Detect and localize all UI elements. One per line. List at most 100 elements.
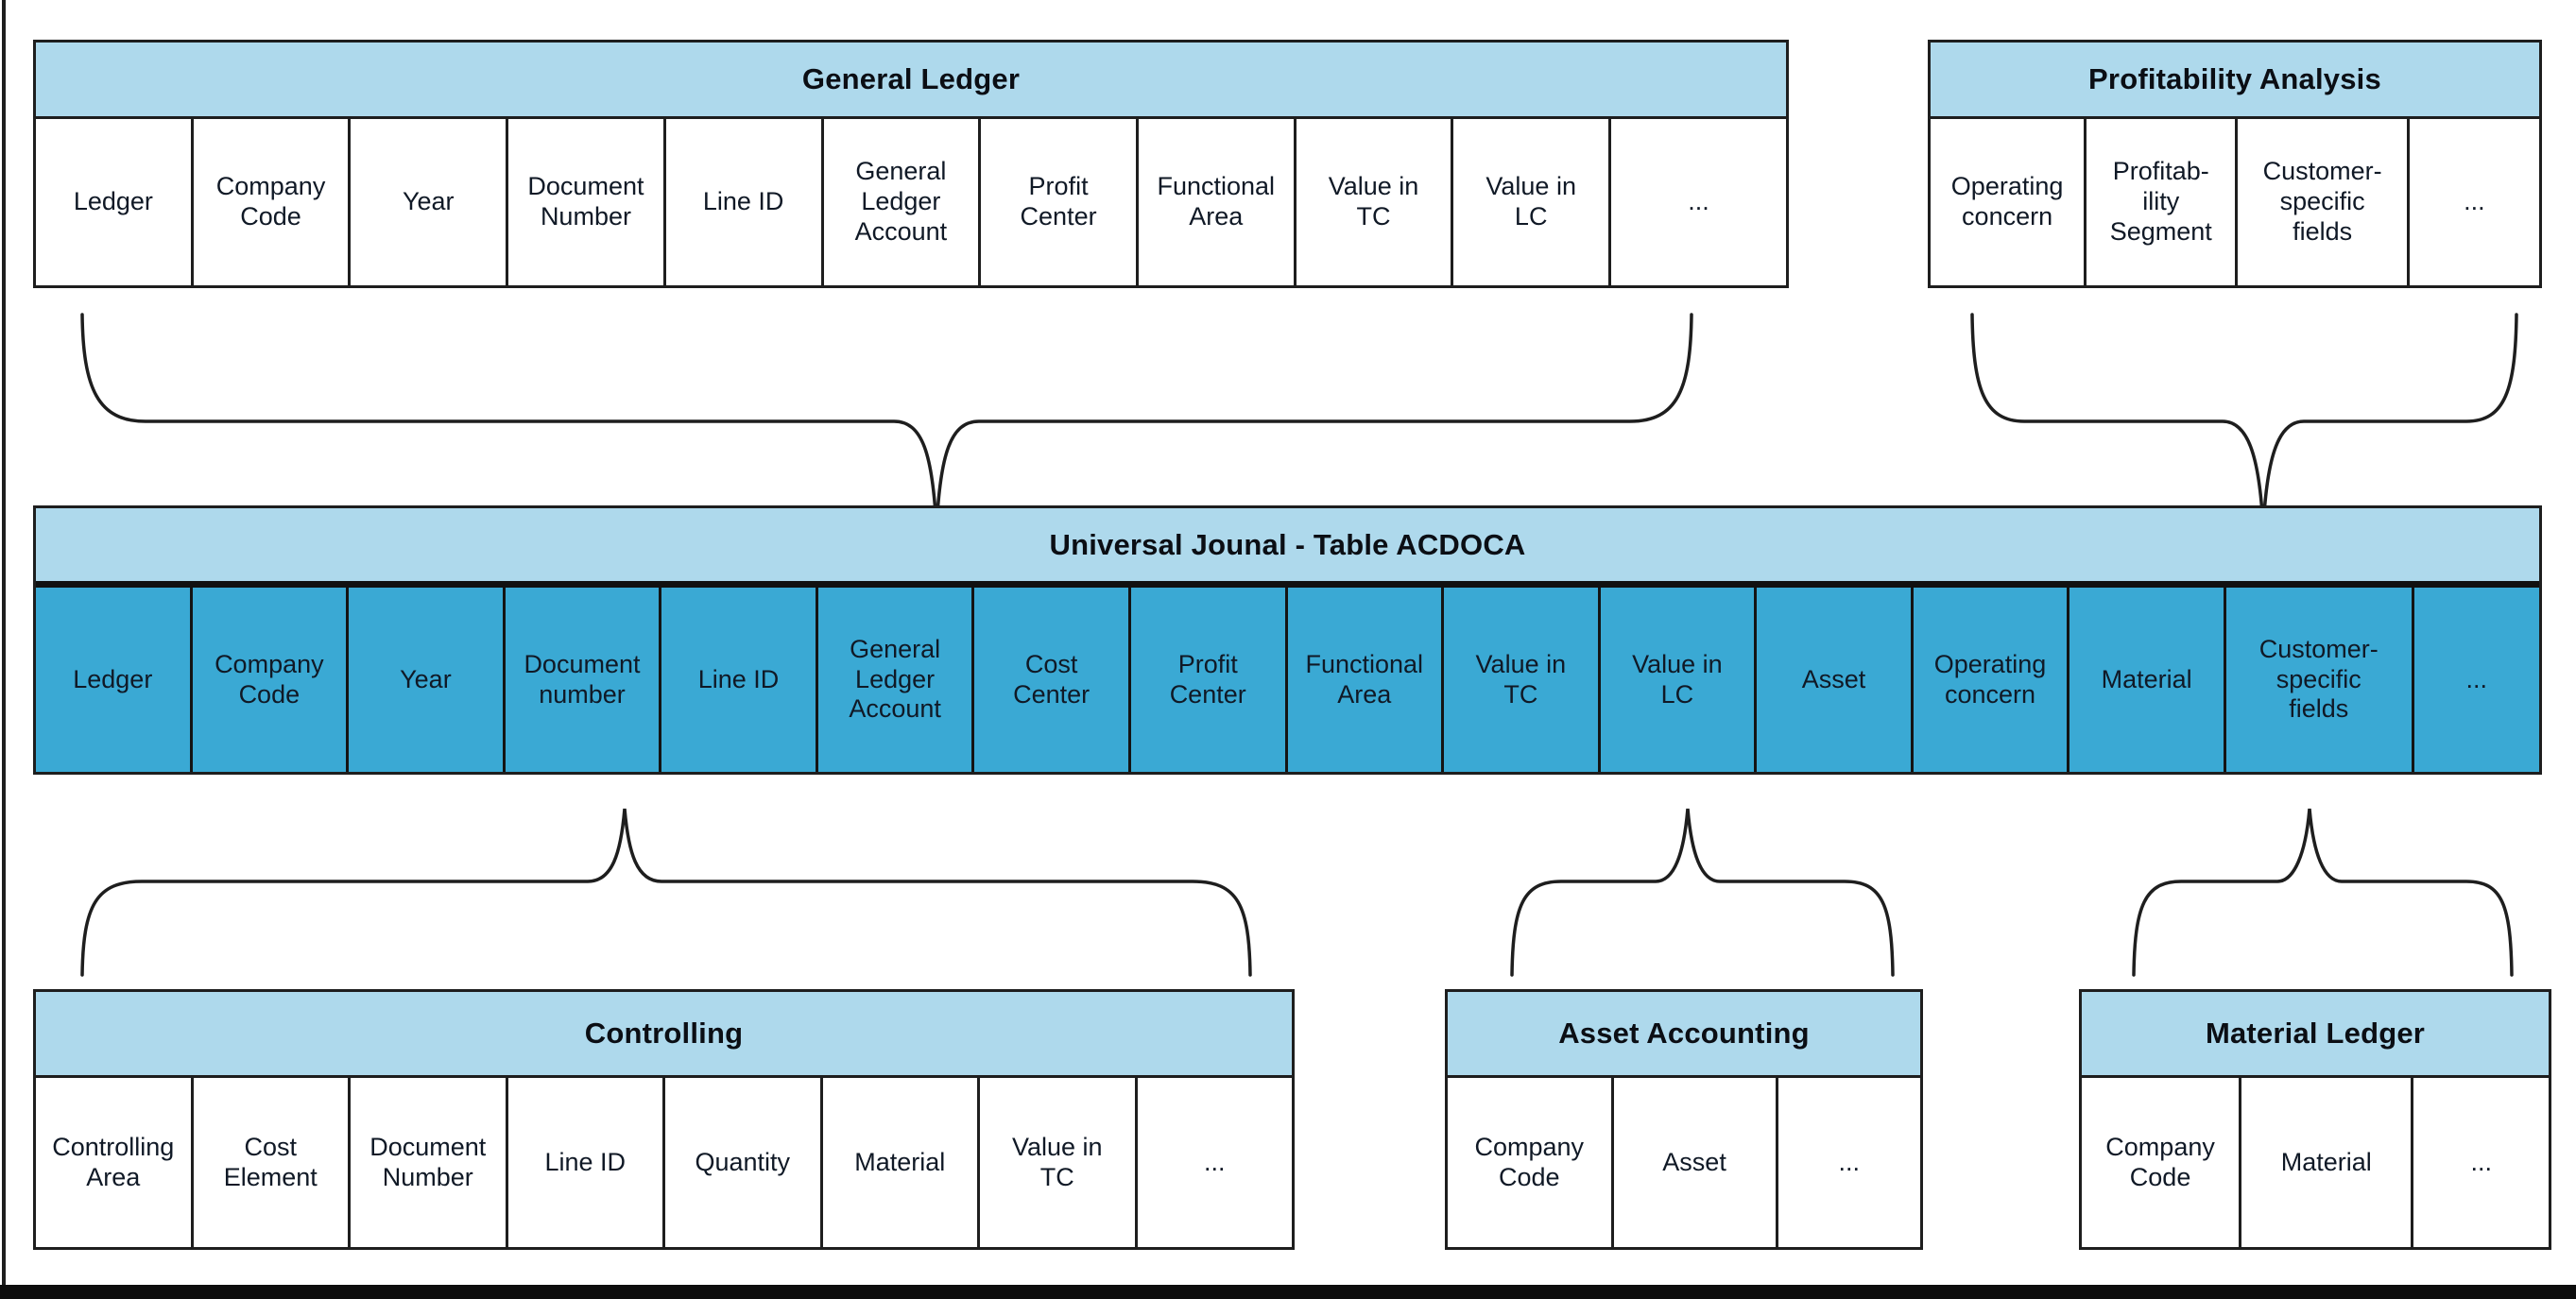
field-cell: Profitab- ility Segment	[2087, 119, 2239, 285]
field-cell: Company Code	[1448, 1078, 1614, 1247]
field-cell: Document Number	[351, 1078, 508, 1247]
brace-acdoca-to-material-ledger	[2132, 808, 2514, 977]
brace-acdoca-to-controlling	[80, 808, 1252, 977]
brace-profitability-to-acdoca	[1970, 313, 2518, 530]
field-label: Ledger	[73, 664, 153, 693]
page-left-border	[2, 0, 6, 1287]
field-label: Value in TC	[1328, 172, 1419, 231]
field-cell: Value in TC	[1297, 119, 1454, 285]
field-cell: Company Code	[2082, 1078, 2242, 1247]
field-label: Operating concern	[1933, 649, 2047, 709]
asset-accounting-title: Asset Accounting	[1448, 992, 1920, 1078]
field-cell: Value in LC	[1600, 588, 1758, 772]
profitability-analysis-table: Profitability Analysis Operating concern…	[1928, 40, 2542, 288]
field-label: Material	[2101, 664, 2192, 693]
field-cell: Year	[351, 119, 509, 285]
field-label: ...	[1838, 1147, 1861, 1176]
controlling-title: Controlling	[36, 992, 1292, 1078]
field-cell: Value in TC	[980, 1078, 1138, 1247]
field-cell: Asset	[1757, 588, 1914, 772]
field-cell: Asset	[1614, 1078, 1778, 1247]
field-label: Profitab- ility Segment	[2109, 157, 2212, 246]
field-label: Line ID	[697, 664, 780, 693]
brace-acdoca-to-asset-accounting	[1510, 808, 1895, 977]
field-cell: Customer- specific fields	[2238, 119, 2410, 285]
field-cell: Controlling Area	[36, 1078, 194, 1247]
field-cell: Quantity	[665, 1078, 823, 1247]
field-cell: Functional Area	[1139, 119, 1297, 285]
field-cell: Operating concern	[1931, 119, 2087, 285]
general-ledger-table: General Ledger Ledger Company Code Year Doc…	[33, 40, 1789, 288]
field-label: Quantity	[695, 1147, 791, 1176]
field-cell: Profit Center	[1130, 588, 1288, 772]
field-cell: Material	[823, 1078, 980, 1247]
field-label: Value in LC	[1632, 649, 1723, 709]
field-label: ...	[1688, 187, 1709, 216]
field-cell: ...	[2413, 1078, 2549, 1247]
field-label: Asset	[1662, 1147, 1726, 1176]
field-cell: Value in TC	[1444, 588, 1601, 772]
field-label: ...	[2470, 1147, 2492, 1176]
field-cell: Material	[2241, 1078, 2414, 1247]
field-cell: Document Number	[508, 119, 666, 285]
profitability-analysis-title: Profitability Analysis	[1931, 43, 2539, 119]
field-cell: Year	[349, 588, 506, 772]
field-cell: Profit Center	[981, 119, 1139, 285]
field-cell: Ledger	[36, 588, 193, 772]
field-cell: Line ID	[508, 1078, 665, 1247]
field-label: Company Code	[215, 172, 326, 231]
field-cell: Customer- specific fields	[2225, 588, 2414, 772]
field-label: General Ledger Account	[854, 157, 948, 246]
asset-accounting-fields-row: Company Code Asset...	[1448, 1078, 1920, 1247]
field-label: Company Code	[215, 649, 324, 709]
material-ledger-title: Material Ledger	[2082, 992, 2549, 1078]
material-ledger-fields-row: Company Code Material...	[2082, 1078, 2549, 1247]
field-label: General Ledger Account	[849, 634, 941, 724]
material-ledger-table: Material Ledger Company Code Material...	[2079, 989, 2551, 1250]
field-label: Value in LC	[1485, 172, 1576, 231]
universal-journal-fields-row: Ledger Company Code Year Document number Lin…	[36, 588, 2540, 772]
brace-general-ledger-to-acdoca	[80, 313, 1693, 530]
field-cell: Company Code	[192, 588, 350, 772]
field-cell: Company Code	[194, 119, 352, 285]
field-label: Document Number	[527, 172, 644, 231]
field-label: Line ID	[544, 1147, 627, 1176]
field-label: ...	[2464, 187, 2485, 216]
field-label: Company Code	[1474, 1132, 1585, 1191]
field-cell: Operating concern	[1913, 588, 2070, 772]
field-label: Functional Area	[1157, 172, 1276, 231]
field-label: Year	[402, 187, 455, 216]
field-label: Profit Center	[1169, 649, 1246, 709]
field-label: Operating concern	[1950, 172, 2064, 231]
field-cell: ...	[1611, 119, 1786, 285]
field-cell: General Ledger Account	[817, 588, 975, 772]
field-label: Line ID	[702, 187, 784, 216]
field-label: Profit Center	[1020, 172, 1097, 231]
field-cell: Line ID	[661, 588, 818, 772]
field-label: ...	[1203, 1147, 1226, 1176]
profitability-analysis-fields-row: Operating concern Profitab- ility Segment…	[1931, 119, 2539, 285]
general-ledger-title: General Ledger	[36, 43, 1786, 119]
field-label: Ledger	[73, 187, 153, 216]
general-ledger-fields-row: Ledger Company Code Year Document Number Lin…	[36, 119, 1786, 285]
field-label: Material	[2280, 1147, 2372, 1176]
field-label: Functional Area	[1305, 649, 1424, 709]
field-cell: ...	[2410, 119, 2539, 285]
field-label: Company Code	[2105, 1132, 2215, 1191]
field-label: Value in TC	[1475, 649, 1567, 709]
field-label: Controlling Area	[52, 1132, 175, 1191]
field-cell: ...	[2413, 588, 2540, 772]
field-label: Document Number	[369, 1132, 487, 1191]
field-label: Customer- specific fields	[2258, 634, 2379, 724]
field-cell: Cost Center	[974, 588, 1131, 772]
field-cell: Material	[2069, 588, 2226, 772]
field-label: Year	[400, 664, 452, 693]
field-cell: Document number	[505, 588, 662, 772]
page-bottom-border	[0, 1285, 2576, 1299]
field-label: ...	[2465, 664, 2488, 693]
field-cell: Value in LC	[1453, 119, 1612, 285]
field-label: Material	[854, 1147, 946, 1176]
